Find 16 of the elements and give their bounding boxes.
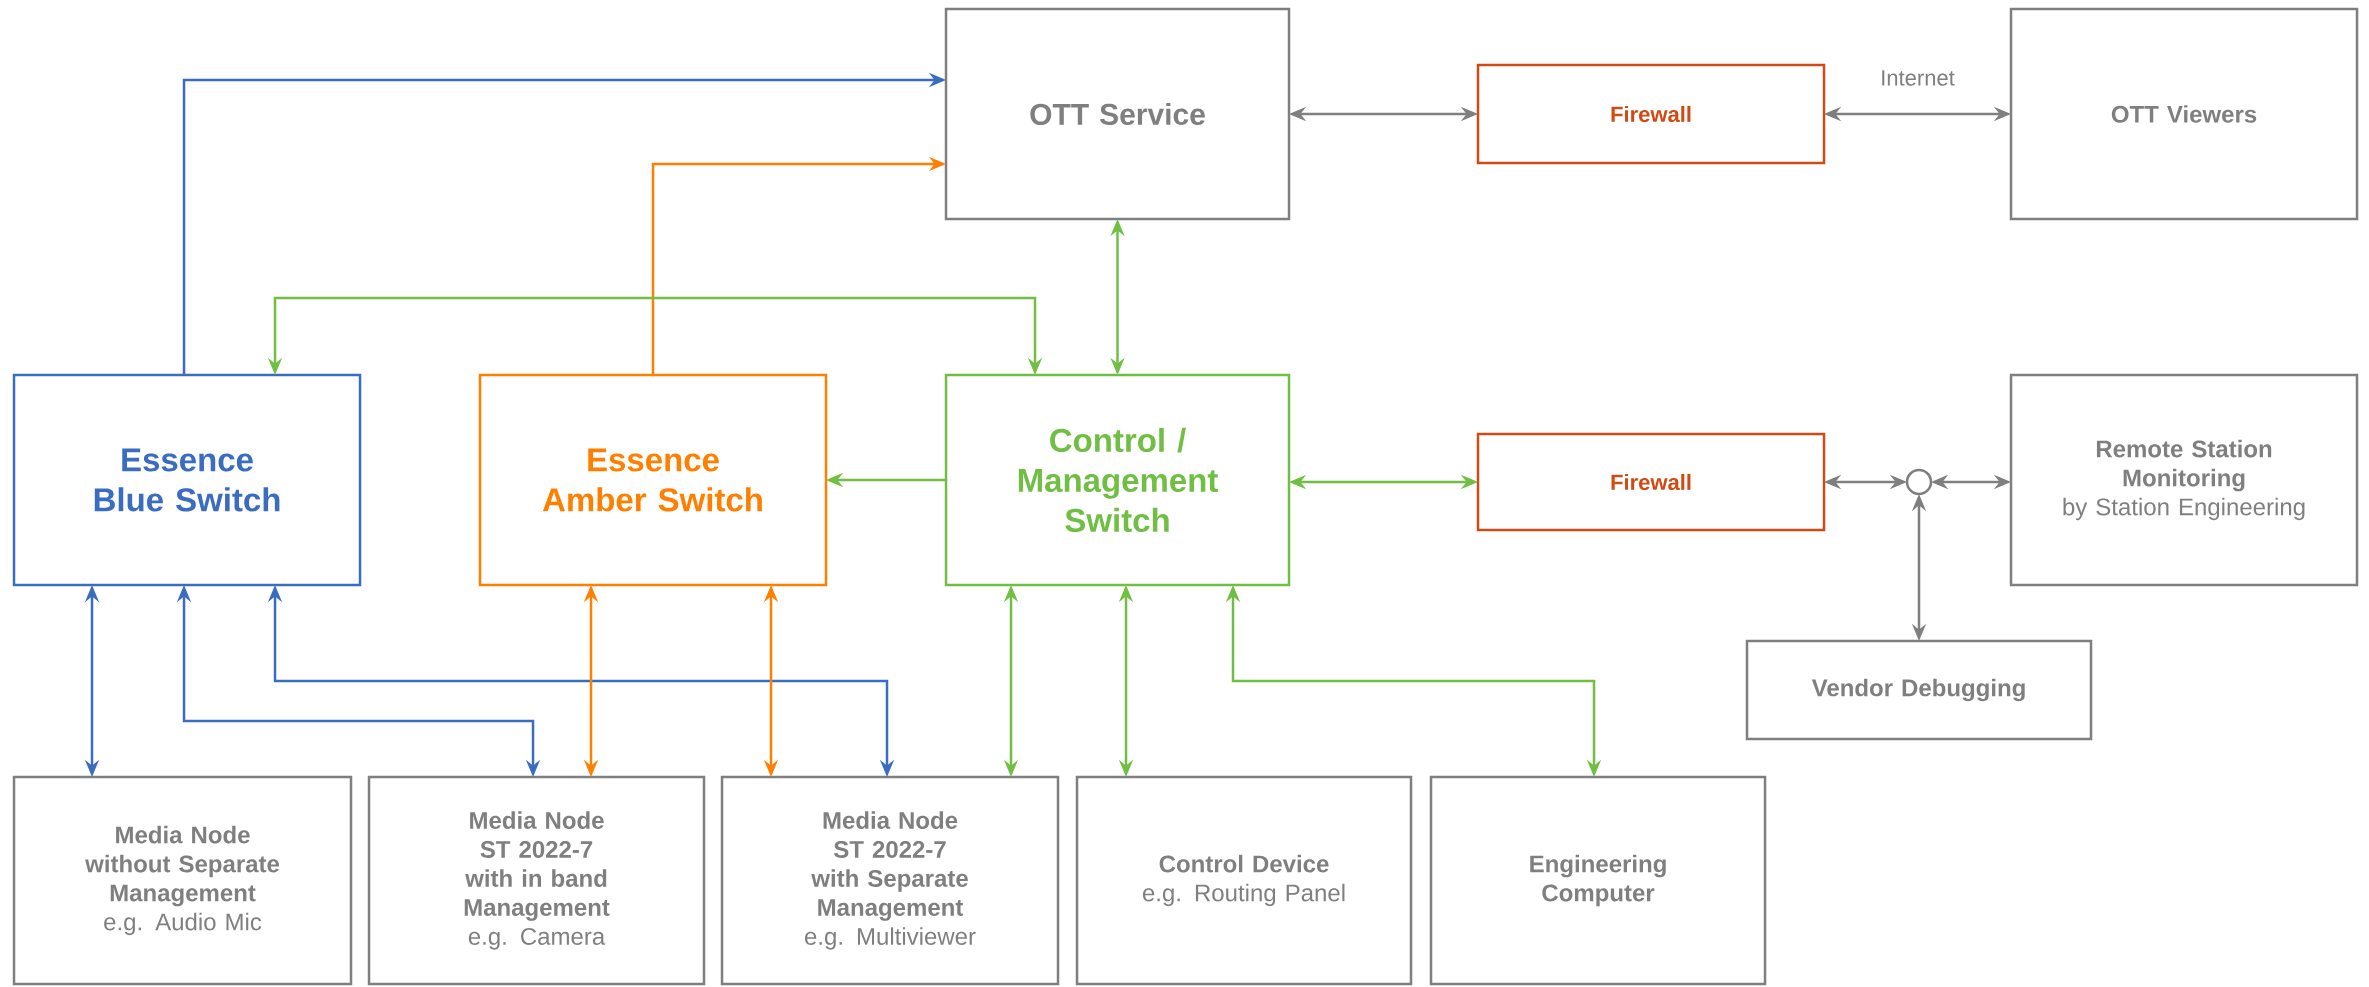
firewall-box: Firewall [1476, 432, 1826, 532]
switch-box: Essence Amber Switch [478, 373, 828, 587]
device-box: Control Device e.g. Routing Panel [1075, 775, 1413, 986]
viewers-box: OTT Viewers [2009, 7, 2359, 221]
device-box: Media Node ST 2022-7 with Separate Management e.g. Multiviewer [720, 775, 1060, 986]
switch-box: Essence Blue Switch [12, 373, 362, 587]
device-box: Media Node ST 2022-7 with in band Management e.g. Camera [367, 775, 706, 986]
device-box: Engineering Computer [1429, 775, 1767, 986]
firewall-box: Firewall [1476, 63, 1826, 165]
edge-label: Internet [1878, 68, 1957, 88]
junction-circle [1905, 468, 1933, 496]
station-box: Remote Station Monitoring by Station Engineering [2009, 373, 2359, 587]
service-box: OTT Service [944, 7, 1291, 221]
device-box: Media Node without Separate Management e.g. Audio Mic [12, 775, 353, 986]
switch-box: Control / Management Switch [944, 373, 1291, 587]
debugging-box: Vendor Debugging [1745, 639, 2093, 741]
